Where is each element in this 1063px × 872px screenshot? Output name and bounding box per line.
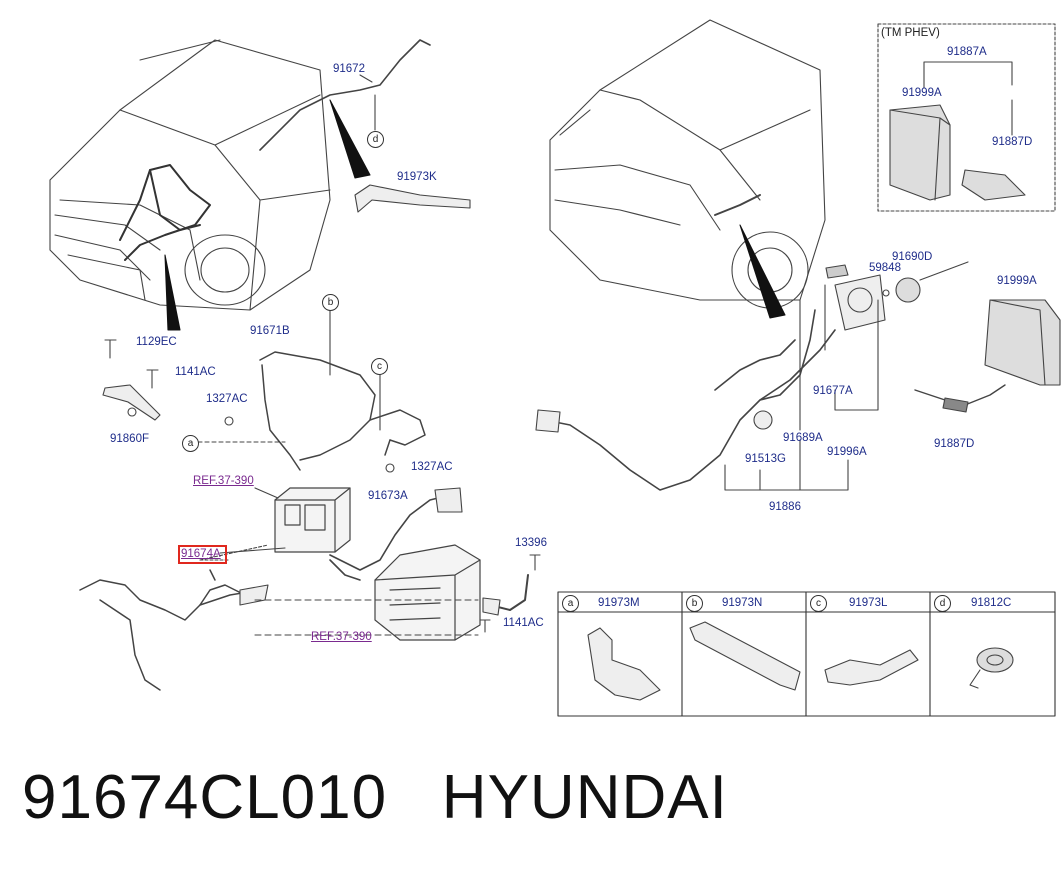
part-label-91689A[interactable]: 91689A xyxy=(783,432,823,444)
part-label-59848[interactable]: 59848 xyxy=(869,262,901,274)
part-label-91996A[interactable]: 91996A xyxy=(827,446,867,458)
part-label-91673A[interactable]: 91673A xyxy=(368,490,408,502)
table-key-c: c xyxy=(810,595,827,612)
brand-name: HYUNDAI xyxy=(441,763,728,832)
table-key-b: b xyxy=(686,595,703,612)
rear-vehicle-outline xyxy=(549,19,826,309)
callout-a: a xyxy=(182,435,199,452)
part-label-1141AC[interactable]: 1141AC xyxy=(175,366,216,378)
front-vehicle-outline xyxy=(49,39,331,311)
part-label-91887A[interactable]: 91887A xyxy=(947,46,987,58)
reference-label[interactable]: REF.37-390 xyxy=(193,475,254,487)
part-label-91674A[interactable]: 91674A xyxy=(181,548,221,560)
table-key-a: a xyxy=(562,595,579,612)
callout-c: c xyxy=(371,358,388,375)
part-label-1327AC-b[interactable]: 1327AC xyxy=(411,461,453,473)
part-label-91887D-b[interactable]: 91887D xyxy=(934,438,975,450)
part-label-91860F[interactable]: 91860F xyxy=(110,433,150,445)
charging-harness xyxy=(544,309,836,491)
part-label-91677A[interactable]: 91677A xyxy=(813,385,853,397)
front-harness xyxy=(119,164,211,261)
variant-label: (TM PHEV) xyxy=(881,27,940,39)
part-label-1327AC[interactable]: 1327AC xyxy=(206,393,248,405)
table-part-91973M[interactable]: 91973M xyxy=(598,597,640,609)
harness-91674A xyxy=(79,569,261,691)
part-label-91886[interactable]: 91886 xyxy=(769,501,801,513)
part-label-91999A[interactable]: 91999A xyxy=(902,87,942,99)
table-key-d: d xyxy=(934,595,951,612)
part-number: 91674CL010 xyxy=(22,763,388,832)
inverter-unit xyxy=(374,544,481,641)
part-label-1141AC-b[interactable]: 1141AC xyxy=(503,617,544,629)
table-part-91812C[interactable]: 91812C xyxy=(971,597,1012,609)
part-label-13396[interactable]: 13396 xyxy=(515,537,547,549)
callout-d: d xyxy=(367,131,384,148)
junction-block-ref xyxy=(274,487,351,553)
caption: 91674CL010 HYUNDAI xyxy=(22,762,728,833)
part-label-91999A-b[interactable]: 91999A xyxy=(997,275,1037,287)
harness-91671B xyxy=(259,351,426,471)
part-label-91690D[interactable]: 91690D xyxy=(892,251,933,263)
part-label-1129EC[interactable]: 1129EC xyxy=(136,336,177,348)
part-label-91973K[interactable]: 91973K xyxy=(397,171,437,183)
callout-b: b xyxy=(322,294,339,311)
part-label-91672[interactable]: 91672 xyxy=(333,63,365,75)
highlight-box xyxy=(178,545,227,564)
part-label-91887D[interactable]: 91887D xyxy=(992,136,1033,148)
reference-label-2[interactable]: REF.37-390 xyxy=(311,631,372,643)
table-part-91973L[interactable]: 91973L xyxy=(849,597,888,609)
part-label-91671B[interactable]: 91671B xyxy=(250,325,290,337)
part-label-91513G[interactable]: 91513G xyxy=(745,453,786,465)
harness-91673A xyxy=(329,494,451,581)
table-part-91973N[interactable]: 91973N xyxy=(722,597,763,609)
